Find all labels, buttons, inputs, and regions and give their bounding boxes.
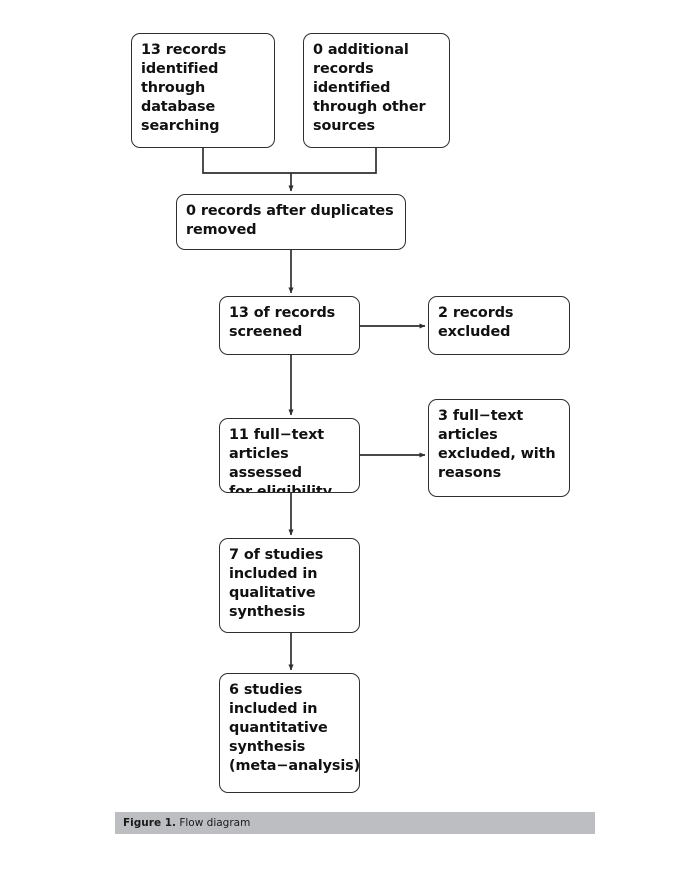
figure-caption-text: Flow diagram (176, 817, 251, 829)
node-quantitative-synthesis: 6 studies included in quantitative synth… (219, 673, 360, 793)
node-qualitative-synthesis: 7 of studies included in qualitative syn… (219, 538, 360, 633)
node-fulltext-assessed: 11 full−text articles assessed for eligi… (219, 418, 360, 493)
connector-database-to-merge (202, 148, 291, 174)
connector-other-sources-to-merge (291, 148, 377, 174)
node-fulltext-excluded: 3 full−text articles excluded, with reas… (428, 399, 570, 497)
node-identification-other-sources: 0 additional records identified through … (303, 33, 450, 148)
node-records-screened: 13 of records screened (219, 296, 360, 355)
figure-caption: Figure 1. Flow diagram (115, 812, 595, 834)
node-records-excluded: 2 records excluded (428, 296, 570, 355)
node-identification-database: 13 records identified through database s… (131, 33, 275, 148)
node-duplicates-removed: 0 records after duplicates removed (176, 194, 406, 250)
figure-caption-label: Figure 1. (123, 817, 177, 829)
